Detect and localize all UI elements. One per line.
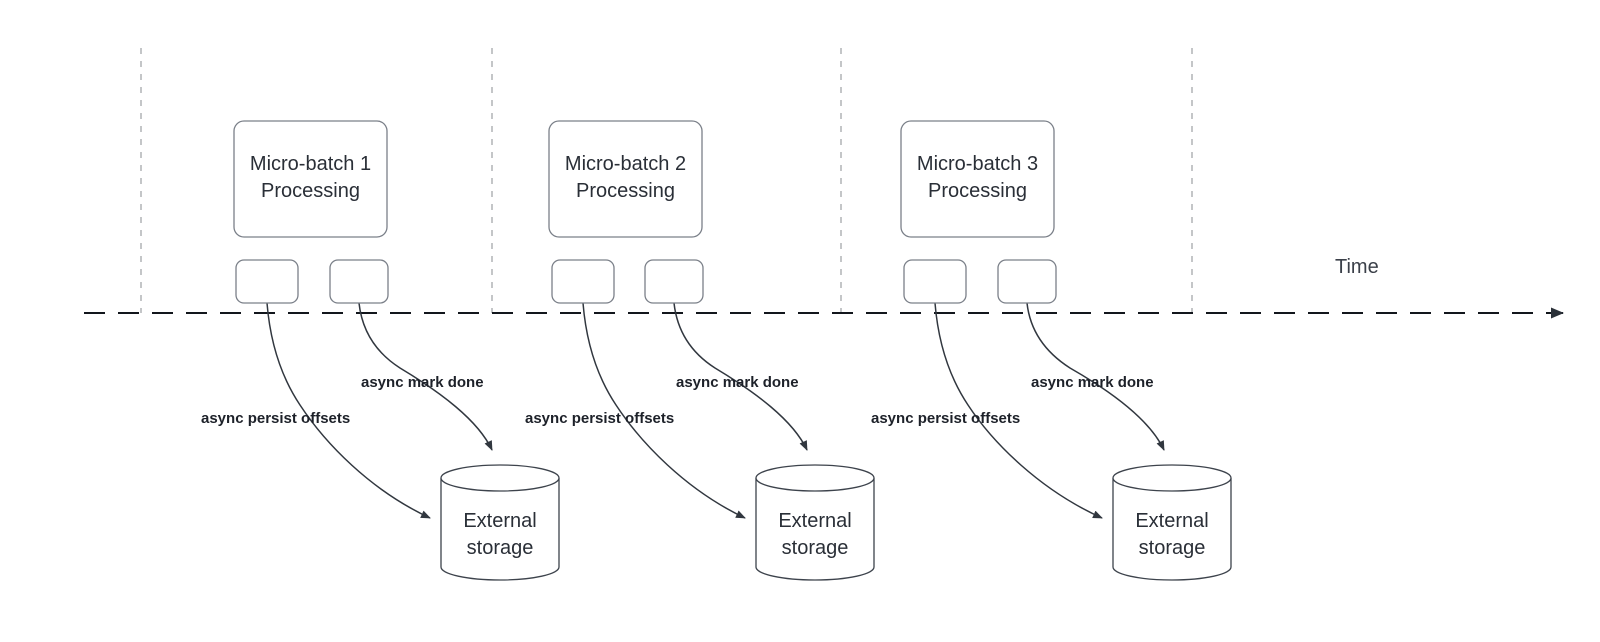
persist-offsets-event-3[interactable]	[903, 259, 967, 304]
edge-async-mark-done-2	[673, 302, 808, 451]
external-storage-3-top	[1112, 464, 1232, 492]
edge-label-async-mark-done-1: async mark done	[361, 374, 484, 391]
external-storage-3-label-line1: External	[1135, 510, 1208, 532]
external-storage-2-top	[755, 464, 875, 492]
edge-label-async-persist-offsets-1: async persist offsets	[201, 410, 350, 427]
edge-async-mark-done-1	[358, 302, 493, 451]
microbatch-2-label-line1: Micro-batch 2	[565, 153, 686, 175]
microbatch-2-label-line2: Processing	[576, 180, 675, 202]
external-storage-1-top	[440, 464, 560, 492]
edge-async-persist-offsets-2	[582, 302, 746, 519]
microbatch-3-box[interactable]	[900, 120, 1055, 238]
mark-done-event-1[interactable]	[329, 259, 389, 304]
mark-done-event-2[interactable]	[644, 259, 704, 304]
microbatch-3-label-line2: Processing	[928, 180, 1027, 202]
external-storage-3-body[interactable]	[1112, 478, 1232, 581]
microbatch-2-box[interactable]	[548, 120, 703, 238]
edge-label-async-mark-done-2: async mark done	[676, 374, 799, 391]
microbatch-1-label-line1: Micro-batch 1	[250, 153, 371, 175]
external-storage-2-label-line1: External	[778, 510, 851, 532]
edge-async-mark-done-3	[1026, 302, 1165, 451]
external-storage-1-label-line1: External	[463, 510, 536, 532]
edge-async-persist-offsets-1	[266, 302, 431, 519]
microbatch-3-label-line1: Micro-batch 3	[917, 153, 1038, 175]
external-storage-2-body[interactable]	[755, 478, 875, 581]
external-storage-1-label-line2: storage	[467, 537, 534, 559]
tick-guide-lines	[140, 48, 1193, 313]
external-storage-3-label-line2: storage	[1139, 537, 1206, 559]
edge-label-async-mark-done-3: async mark done	[1031, 374, 1154, 391]
time-axis-label: Time	[1335, 256, 1379, 278]
group-2: Micro-batch 2 Processing External storag…	[525, 120, 875, 581]
persist-offsets-event-1[interactable]	[235, 259, 299, 304]
microbatch-1-label-line2: Processing	[261, 180, 360, 202]
persist-offsets-event-2[interactable]	[551, 259, 615, 304]
group-3: Micro-batch 3 Processing External storag…	[871, 120, 1232, 581]
external-storage-2-label-line2: storage	[782, 537, 849, 559]
edge-async-persist-offsets-3	[934, 302, 1103, 519]
edge-label-async-persist-offsets-3: async persist offsets	[871, 410, 1020, 427]
microbatch-1-box[interactable]	[233, 120, 388, 238]
external-storage-1-body[interactable]	[440, 478, 560, 581]
edge-label-async-persist-offsets-2: async persist offsets	[525, 410, 674, 427]
group-1: Micro-batch 1 Processing External storag…	[201, 120, 560, 581]
mark-done-event-3[interactable]	[997, 259, 1057, 304]
